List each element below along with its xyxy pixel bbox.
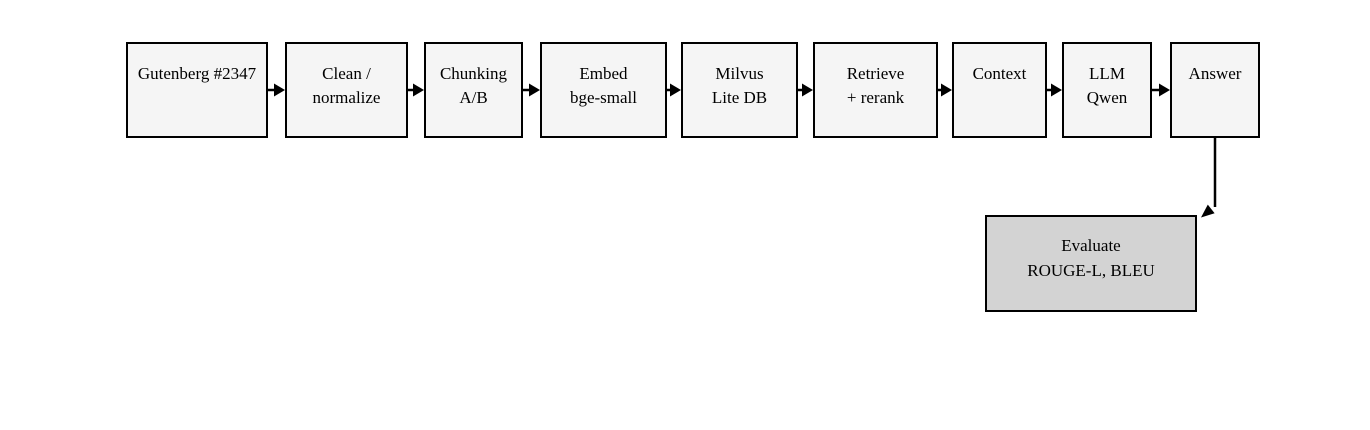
node-gutenberg-source-label: Gutenberg #2347	[137, 64, 257, 83]
arrow-context-to-llm	[1047, 83, 1062, 97]
node-embed-label: Embed bge-small	[569, 64, 638, 107]
node-vectordb-label: Milvus Lite DB	[711, 64, 768, 107]
arrow-answer-to-evaluate	[1201, 138, 1217, 218]
node-clean-normalize-label: Clean / normalize	[312, 64, 381, 107]
node-gutenberg-source: Gutenberg #2347	[126, 42, 268, 138]
arrow-llm-to-answer	[1152, 83, 1170, 97]
arrow-vectordb-to-retrieve	[798, 83, 813, 97]
node-context: Context	[952, 42, 1047, 138]
node-retrieve-rerank: Retrieve + rerank	[813, 42, 938, 138]
node-llm: LLM Qwen	[1062, 42, 1152, 138]
arrow-source-to-clean	[268, 83, 285, 97]
node-embed: Embed bge-small	[540, 42, 667, 138]
node-retrieve-rerank-label: Retrieve + rerank	[846, 64, 905, 107]
node-clean-normalize: Clean / normalize	[285, 42, 408, 138]
arrow-chunking-to-embed	[523, 83, 540, 97]
node-chunking-label: Chunking A/B	[439, 64, 508, 107]
node-answer-label: Answer	[1188, 64, 1242, 83]
node-llm-label: LLM Qwen	[1086, 64, 1128, 107]
arrow-clean-to-chunking	[408, 83, 424, 97]
node-chunking: Chunking A/B	[424, 42, 523, 138]
arrow-embed-to-vectordb	[667, 83, 681, 97]
node-context-label: Context	[972, 64, 1027, 83]
node-evaluate: Evaluate ROUGE-L, BLEU	[985, 215, 1197, 312]
arrow-retrieve-to-context	[938, 83, 952, 97]
node-vectordb: Milvus Lite DB	[681, 42, 798, 138]
node-evaluate-label: Evaluate ROUGE-L, BLEU	[1027, 236, 1155, 280]
node-answer: Answer	[1170, 42, 1260, 138]
